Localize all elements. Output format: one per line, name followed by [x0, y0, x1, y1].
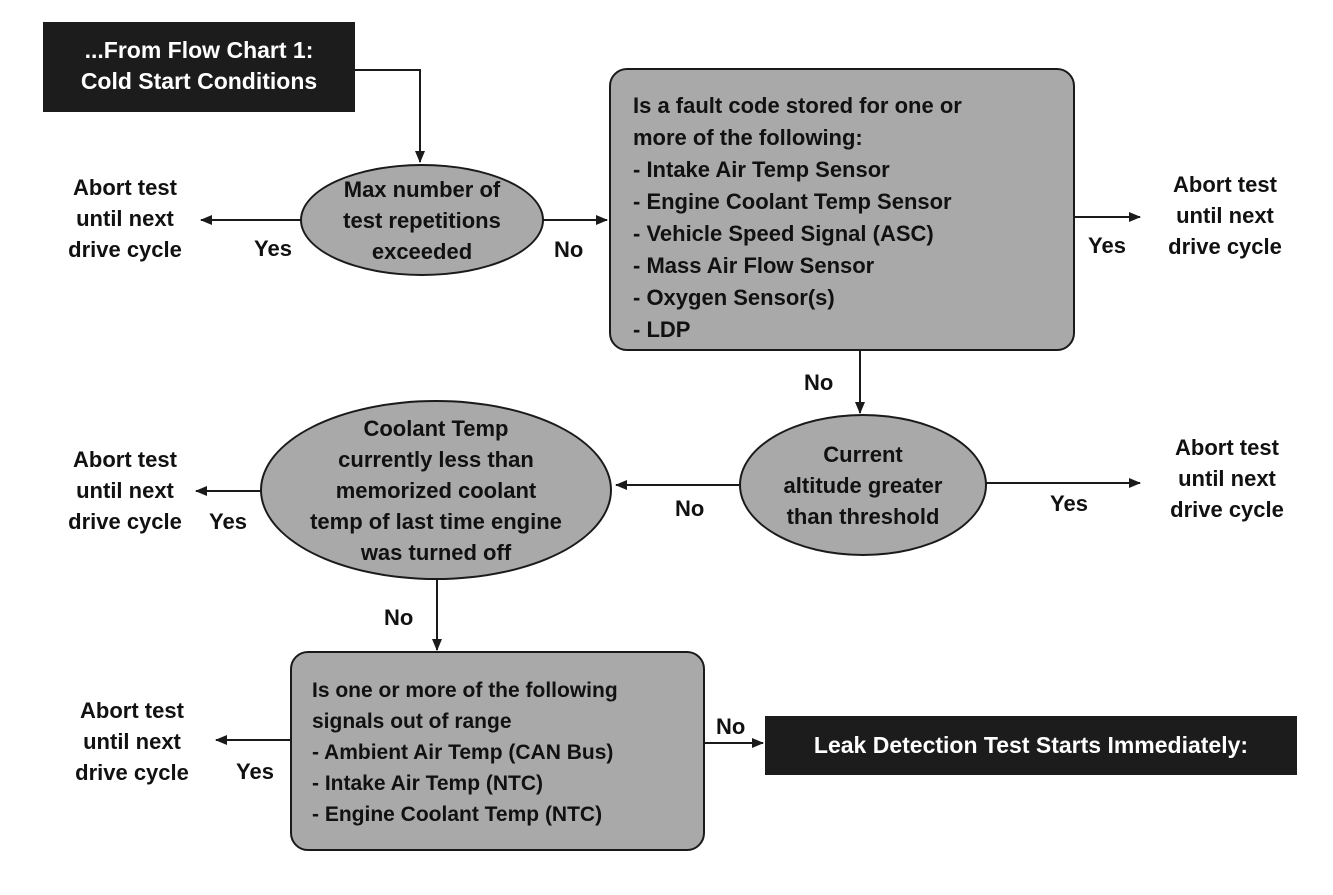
coolant-line: currently less than [338, 446, 534, 472]
fault-line: - Oxygen Sensor(s) [633, 285, 835, 310]
abort-line: until next [83, 729, 181, 754]
abort-line: Abort test [73, 175, 177, 200]
start-line: ...From Flow Chart 1: [84, 37, 314, 63]
signals-line: Is one or more of the following [312, 679, 618, 702]
signals-line: - Engine Coolant Temp (NTC) [312, 803, 603, 826]
signals-line: signals out of range [312, 710, 512, 733]
abort-line: drive cycle [68, 237, 182, 262]
fault-line: - Intake Air Temp Sensor [633, 157, 890, 182]
leak-test-start-box: Leak Detection Test Starts Immediately: [765, 716, 1297, 775]
no-label: No [675, 496, 705, 521]
altitude-line: Current [823, 441, 903, 467]
abort-line: Abort test [73, 447, 177, 472]
signals-line: - Intake Air Temp (NTC) [312, 772, 544, 795]
yes-label: Yes [209, 509, 247, 534]
yes-label: Yes [1088, 233, 1126, 258]
abort-line: until next [76, 206, 174, 231]
start-line: Cold Start Conditions [80, 68, 318, 94]
abort-line: drive cycle [75, 760, 189, 785]
abort-line: drive cycle [68, 509, 182, 534]
abort-line: until next [1176, 203, 1274, 228]
no-label: No [384, 605, 414, 630]
altitude-line: altitude greater [783, 472, 943, 498]
fault-line: - Engine Coolant Temp Sensor [633, 189, 952, 214]
max-reps-line: exceeded [371, 238, 473, 264]
max-repetitions-decision: Max number of test repetitions exceeded [300, 164, 544, 276]
arrow-start-to-max-reps [355, 69, 425, 163]
start-box: ...From Flow Chart 1: Cold Start Conditi… [43, 22, 355, 112]
abort-line: drive cycle [1168, 234, 1282, 259]
abort-line: until next [76, 478, 174, 503]
no-label: No [804, 370, 834, 395]
altitude-decision: Current altitude greater than threshold [739, 414, 987, 556]
coolant-line: Coolant Temp [363, 415, 509, 441]
abort-text-5: Abort test until next drive cycle [62, 695, 202, 788]
coolant-temp-decision: Coolant Temp currently less than memoriz… [260, 400, 612, 580]
no-label: No [716, 714, 746, 739]
max-reps-line: Max number of [343, 176, 501, 202]
fault-line: - LDP [633, 317, 691, 342]
abort-text-4: Abort test until next drive cycle [55, 444, 195, 537]
abort-text-3: Abort test until next drive cycle [1157, 432, 1297, 525]
yes-label: Yes [236, 759, 274, 784]
altitude-line: than threshold [786, 503, 940, 529]
coolant-line: temp of last time engine [310, 508, 562, 534]
signals-line: - Ambient Air Temp (CAN Bus) [312, 741, 614, 764]
yes-label: Yes [1050, 491, 1088, 516]
coolant-line: was turned off [360, 539, 512, 565]
coolant-line: memorized coolant [335, 477, 537, 503]
abort-text-2: Abort test until next drive cycle [1155, 169, 1295, 262]
fault-line: - Mass Air Flow Sensor [633, 253, 875, 278]
abort-line: Abort test [1175, 435, 1279, 460]
no-label: No [554, 237, 584, 262]
abort-line: until next [1178, 466, 1276, 491]
fault-line: more of the following: [633, 125, 863, 150]
fault-code-decision: Is a fault code stored for one or more o… [609, 68, 1075, 351]
fault-line: - Vehicle Speed Signal (ASC) [633, 221, 934, 246]
abort-line: Abort test [1173, 172, 1277, 197]
abort-line: Abort test [80, 698, 184, 723]
leak-test-label: Leak Detection Test Starts Immediately: [813, 732, 1249, 758]
max-reps-line: test repetitions [343, 207, 501, 233]
abort-text-1: Abort test until next drive cycle [55, 172, 195, 265]
abort-line: drive cycle [1170, 497, 1284, 522]
yes-label: Yes [254, 236, 292, 261]
fault-line: Is a fault code stored for one or [633, 93, 962, 118]
signals-range-decision: Is one or more of the following signals … [290, 651, 705, 851]
